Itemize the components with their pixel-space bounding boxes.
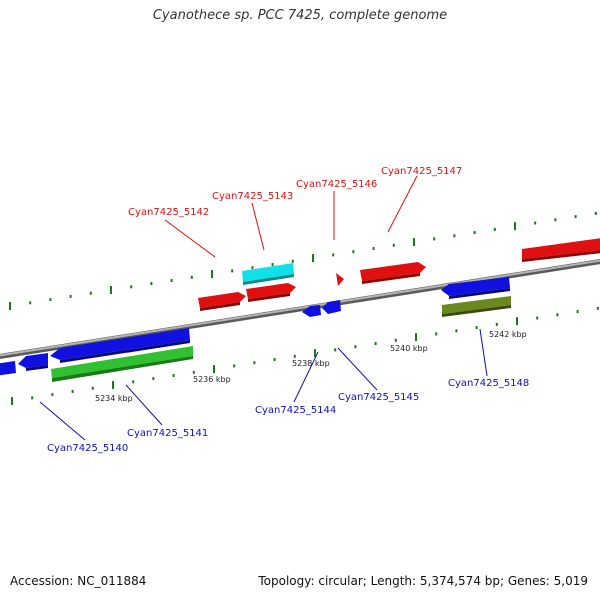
scale-label-5238: 5238 kbp — [292, 359, 330, 368]
label-leader-lines — [39, 175, 488, 441]
gene-label-cyan7425-5143[interactable]: Cyan7425_5143 — [212, 191, 293, 202]
topology-text: Topology: circular; Length: 5,374,574 bp… — [258, 574, 588, 588]
gene-bar-cyan7425-5141[interactable] — [51, 346, 193, 382]
tick-marks — [9, 211, 599, 405]
scale-label-5234: 5234 kbp — [95, 394, 133, 403]
gene-label-cyan7425-5141[interactable]: Cyan7425_5141 — [127, 428, 208, 439]
gene-arrow-cyan7425-5147[interactable] — [360, 262, 426, 284]
gene-arrow-right-edge[interactable] — [522, 238, 600, 262]
gene-label-cyan7425-5142[interactable]: Cyan7425_5142 — [128, 207, 209, 218]
gene-label-cyan7425-5146[interactable]: Cyan7425_5146 — [296, 179, 377, 190]
gene-arrow-cyan7425-5143-red[interactable] — [246, 283, 296, 302]
gene-arrow-cyan7425-5148[interactable] — [441, 277, 510, 299]
gene-labels: Cyan7425_5142 Cyan7425_5143 Cyan7425_514… — [47, 166, 529, 454]
gene-bar-cyan7425-5148-olive[interactable] — [442, 296, 511, 317]
gene-arrow-cyan7425-5142[interactable] — [198, 292, 246, 311]
gene-label-cyan7425-5144[interactable]: Cyan7425_5144 — [255, 405, 336, 416]
genome-backbone — [0, 259, 600, 359]
scale-label-5236: 5236 kbp — [193, 375, 231, 384]
gene-label-cyan7425-5145[interactable]: Cyan7425_5145 — [338, 392, 419, 403]
gene-label-cyan7425-5148[interactable]: Cyan7425_5148 — [448, 378, 529, 389]
gene-arrow-cyan7425-5146[interactable] — [336, 273, 344, 286]
scale-label-5242: 5242 kbp — [489, 330, 527, 339]
diagram-title: Cyanothece sp. PCC 7425, complete genome — [152, 8, 448, 23]
gene-arrow-cyan7425-5143-cyan[interactable] — [242, 263, 294, 285]
gene-arrow-cyan7425-5144[interactable] — [302, 305, 321, 317]
gene-label-cyan7425-5147[interactable]: Cyan7425_5147 — [381, 166, 462, 177]
gene-label-cyan7425-5140[interactable]: Cyan7425_5140 — [47, 443, 128, 454]
scale-labels: 5234 kbp 5236 kbp 5238 kbp 5240 kbp 5242… — [95, 330, 527, 403]
accession-text: Accession: NC_011884 — [10, 574, 147, 588]
gene-arrow-cyan7425-5140[interactable] — [0, 328, 190, 376]
scale-label-5240: 5240 kbp — [390, 344, 428, 353]
gene-arrow-cyan7425-5145[interactable] — [322, 300, 341, 314]
